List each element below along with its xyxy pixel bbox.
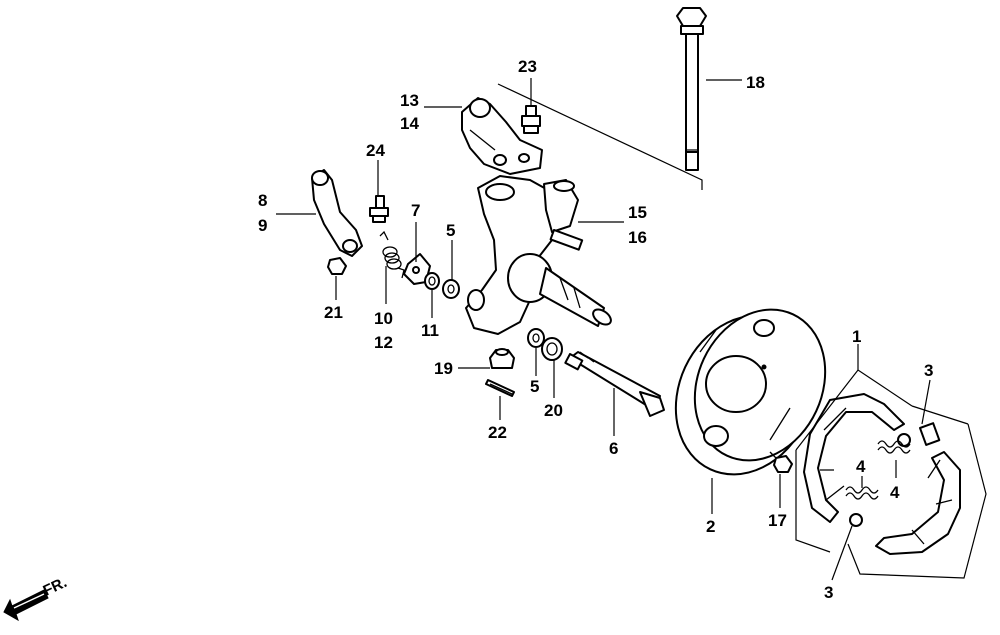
label-4-left: 4: [856, 457, 866, 476]
part-18-long-bolt: [676, 7, 707, 171]
part-5-washer-lower: [527, 328, 545, 348]
front-direction-label: FR.: [41, 574, 70, 600]
label-2: 2: [706, 517, 715, 536]
label-11: 11: [421, 321, 439, 340]
label-24: 24: [366, 141, 385, 160]
part-10-12-spring: [379, 230, 405, 279]
label-12: 12: [374, 333, 393, 352]
part-1-brake-shoes: [803, 393, 961, 555]
part-13-14-bracket: [461, 97, 543, 175]
label-10: 10: [374, 309, 393, 328]
label-4-right: 4: [890, 483, 900, 502]
part-20-seal: [541, 337, 563, 361]
label-5-lower: 5: [530, 377, 539, 396]
label-23: 23: [518, 57, 537, 76]
part-19-cap-nut: [489, 348, 515, 369]
front-direction-arrow: [3, 589, 49, 622]
leader-lines: [276, 78, 987, 581]
label-22: 22: [488, 423, 507, 442]
part-4-springs: [845, 440, 911, 500]
label-9: 9: [258, 216, 267, 235]
part-2-brake-panel: [674, 308, 827, 476]
label-5-upper: 5: [446, 221, 455, 240]
label-3-lower: 3: [824, 583, 833, 602]
label-15: 15: [628, 203, 647, 222]
label-3-upper: 3: [924, 361, 933, 380]
part-22-cotter-pin: [485, 379, 515, 397]
part-number-labels: 18 23 13 14 15 16 8 9 24 21 10 12 7 11 5…: [41, 57, 934, 602]
label-8: 8: [258, 191, 267, 210]
part-17-bolt: [769, 451, 793, 473]
part-6-cam-shaft: [564, 351, 665, 417]
label-7: 7: [411, 201, 420, 220]
label-17: 17: [768, 511, 787, 530]
part-24-bolt: [369, 195, 389, 223]
part-8-9-arm: [311, 169, 363, 257]
part-21-nut: [327, 257, 347, 275]
label-1: 1: [852, 327, 861, 346]
label-20: 20: [544, 401, 563, 420]
part-11-collar: [424, 272, 440, 290]
part-5-washer-upper: [442, 279, 460, 299]
label-16: 16: [628, 228, 647, 247]
label-13: 13: [400, 91, 419, 110]
label-19: 19: [434, 359, 453, 378]
label-21: 21: [324, 303, 343, 322]
part-15-16-knuckle: [465, 175, 612, 335]
label-6: 6: [609, 439, 618, 458]
label-14: 14: [400, 114, 419, 133]
label-18: 18: [746, 73, 765, 92]
part-23-small-bolt: [521, 105, 541, 134]
